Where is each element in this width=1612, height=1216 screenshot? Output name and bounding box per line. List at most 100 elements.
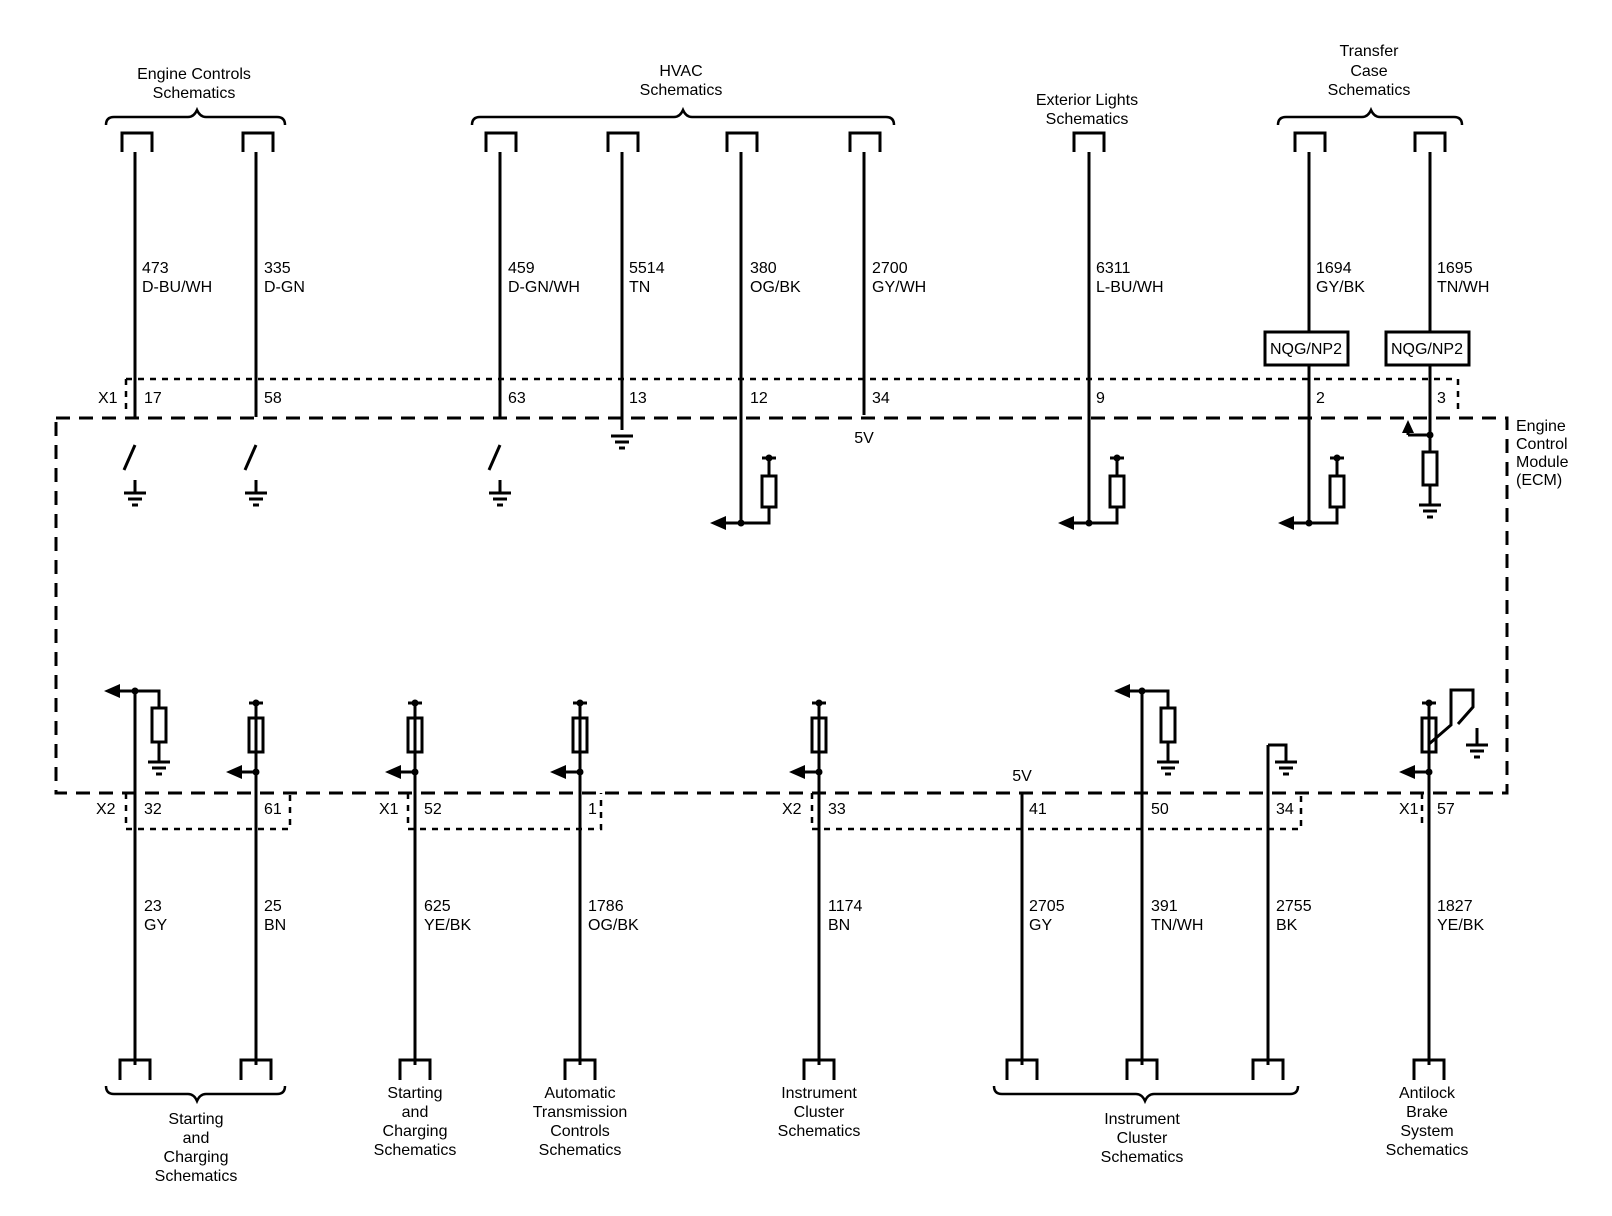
pulldown-circuit-23 bbox=[117, 689, 170, 776]
arrow-1694 bbox=[1278, 516, 1294, 530]
pullup-circuit-1694 bbox=[1282, 456, 1346, 525]
bottom-group-instrument-cluster-b-l3: Schematics bbox=[1101, 1149, 1184, 1166]
bottom-group-automatic-transmission-l3: Controls bbox=[550, 1123, 610, 1140]
bottom-group-starting-charging-b-l2: and bbox=[402, 1104, 429, 1121]
voltage-label-bottom: 5V bbox=[1012, 768, 1032, 785]
pin-52: 52 bbox=[424, 801, 442, 818]
pin-2: 2 bbox=[1316, 390, 1325, 407]
circuit-number-23: 23 bbox=[144, 898, 162, 915]
circuit-number-625: 625 bbox=[424, 898, 451, 915]
circuit-number-1786: 1786 bbox=[588, 898, 624, 915]
pin-17: 17 bbox=[144, 390, 162, 407]
node-6311-top bbox=[1113, 454, 1121, 462]
group-label-exterior-lights-l2: Schematics bbox=[1046, 111, 1129, 128]
option-label-1694: NQG/NP2 bbox=[1270, 341, 1342, 358]
top-terminals bbox=[120, 131, 1447, 152]
pullup-circuit-625 bbox=[395, 701, 424, 774]
node-1694 bbox=[1305, 519, 1313, 527]
circuit-number-1827: 1827 bbox=[1437, 898, 1473, 915]
top-brace-transfer-case bbox=[1276, 106, 1464, 126]
bottom-connector-x2-left-label: X2 bbox=[96, 801, 116, 818]
switch-to-ground-335 bbox=[243, 444, 267, 507]
ecm-label-line4: (ECM) bbox=[1516, 472, 1562, 489]
bottom-group-antilock-brake-l4: Schematics bbox=[1386, 1142, 1469, 1159]
bottom-group-starting-charging-a-l1: Starting bbox=[168, 1111, 223, 1128]
arrow-380 bbox=[710, 516, 726, 530]
circuit-color-5514: TN bbox=[629, 279, 650, 296]
pin-57: 57 bbox=[1437, 801, 1455, 818]
group-label-engine-controls-l2: Schematics bbox=[153, 85, 236, 102]
pullup-switch-circuit-1827 bbox=[1409, 688, 1488, 774]
pullup-circuit-1174 bbox=[799, 701, 828, 774]
node-380 bbox=[737, 519, 745, 527]
bottom-group-automatic-transmission-l1: Automatic bbox=[544, 1085, 615, 1102]
top-connector-x1-label: X1 bbox=[98, 390, 118, 407]
circuit-color-335: D-GN bbox=[264, 279, 305, 296]
bottom-group-antilock-brake-l1: Antilock bbox=[1399, 1085, 1456, 1102]
pin-1: 1 bbox=[588, 801, 597, 818]
bottom-connector-x1-mid-outline bbox=[406, 793, 603, 831]
circuit-color-1786: OG/BK bbox=[588, 917, 639, 934]
bottom-group-starting-charging-b-l4: Schematics bbox=[374, 1142, 457, 1159]
bottom-group-starting-charging-a-l4: Schematics bbox=[155, 1168, 238, 1185]
pin-34-top: 34 bbox=[872, 390, 890, 407]
circuit-number-380: 380 bbox=[750, 260, 777, 277]
bottom-group-instrument-cluster-a-l2: Cluster bbox=[794, 1104, 845, 1121]
node-1695 bbox=[1426, 431, 1434, 439]
circuit-number-391: 391 bbox=[1151, 898, 1178, 915]
circuit-color-6311: L-BU/WH bbox=[1096, 279, 1164, 296]
bottom-group-starting-charging-b-l1: Starting bbox=[387, 1085, 442, 1102]
circuit-number-6311: 6311 bbox=[1096, 260, 1131, 277]
circuit-number-1695: 1695 bbox=[1437, 260, 1473, 277]
circuit-number-459: 459 bbox=[508, 260, 535, 277]
circuit-color-1695: TN/WH bbox=[1437, 279, 1489, 296]
circuit-number-1174: 1174 bbox=[828, 898, 863, 915]
circuit-color-2700: GY/WH bbox=[872, 279, 926, 296]
bottom-connector-x1-mid-label: X1 bbox=[379, 801, 399, 818]
bottom-connector-x2-left-outline bbox=[124, 793, 292, 831]
pulldown-circuit-391 bbox=[1127, 689, 1179, 776]
node-380-top bbox=[765, 454, 773, 462]
bottom-group-automatic-transmission-l2: Transmission bbox=[533, 1104, 628, 1121]
pullup-circuit-1786 bbox=[560, 701, 589, 774]
pin-50: 50 bbox=[1151, 801, 1169, 818]
circuit-color-23: GY bbox=[144, 917, 167, 934]
circuit-color-2705: GY bbox=[1029, 917, 1052, 934]
bottom-group-starting-charging-a-l3: Charging bbox=[164, 1149, 229, 1166]
pin-58: 58 bbox=[264, 390, 282, 407]
circuit-color-473: D-BU/WH bbox=[142, 279, 212, 296]
option-box-1695 bbox=[1384, 330, 1471, 367]
group-label-hvac-l2: Schematics bbox=[640, 82, 723, 99]
circuit-color-380: OG/BK bbox=[750, 279, 801, 296]
group-label-transfer-case-l1: Transfer bbox=[1340, 43, 1400, 60]
circuit-number-473: 473 bbox=[142, 260, 169, 277]
bottom-group-antilock-brake-l2: Brake bbox=[1406, 1104, 1448, 1121]
pin-34-bottom: 34 bbox=[1276, 801, 1294, 818]
arrow-625 bbox=[385, 765, 401, 779]
arrow-1174 bbox=[789, 765, 805, 779]
pulldown-circuit-1695 bbox=[1406, 428, 1441, 519]
bottom-group-instrument-cluster-a-l3: Schematics bbox=[778, 1123, 861, 1140]
switch-to-ground-473 bbox=[122, 444, 146, 507]
circuit-color-1174: BN bbox=[828, 917, 850, 934]
pin-3: 3 bbox=[1437, 390, 1446, 407]
circuit-color-25: BN bbox=[264, 917, 286, 934]
bottom-group-starting-charging-a-l2: and bbox=[183, 1130, 210, 1147]
circuit-number-2700: 2700 bbox=[872, 260, 908, 277]
ecm-label-line1: Engine bbox=[1516, 418, 1566, 435]
top-wires bbox=[133, 152, 1432, 523]
bottom-group-starting-charging-b-l3: Charging bbox=[383, 1123, 448, 1140]
group-label-transfer-case-l2: Case bbox=[1350, 63, 1387, 80]
pin-32: 32 bbox=[144, 801, 162, 818]
bottom-group-antilock-brake-l3: System bbox=[1400, 1123, 1453, 1140]
pin-12: 12 bbox=[750, 390, 768, 407]
ground-5514 bbox=[611, 434, 633, 450]
arrow-1827 bbox=[1399, 765, 1415, 779]
arrow-6311 bbox=[1058, 516, 1074, 530]
bottom-connector-x2-right-label: X2 bbox=[782, 801, 802, 818]
bottom-connector-x2-right-outline bbox=[810, 793, 1303, 831]
circuit-number-1694: 1694 bbox=[1316, 260, 1352, 277]
circuit-number-2705: 2705 bbox=[1029, 898, 1065, 915]
pin-33: 33 bbox=[828, 801, 846, 818]
pin-9: 9 bbox=[1096, 390, 1105, 407]
